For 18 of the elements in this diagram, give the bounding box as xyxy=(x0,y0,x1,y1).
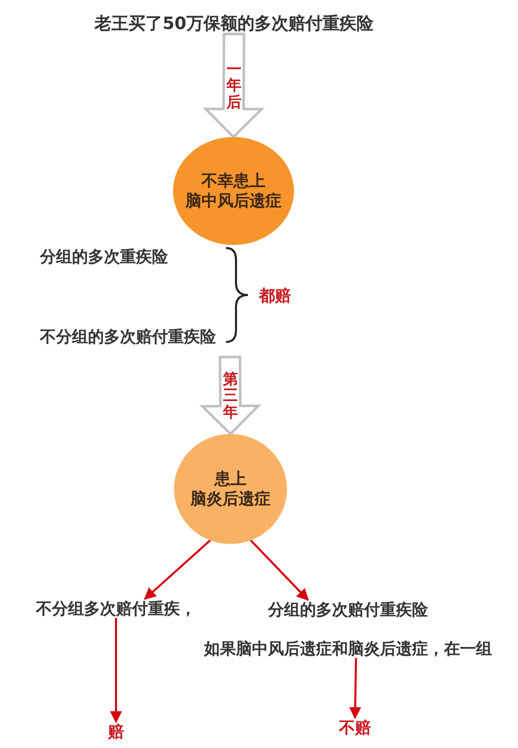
circle-text: 脑中风后遗症 xyxy=(186,191,282,211)
arrow xyxy=(349,658,362,720)
arrow xyxy=(144,540,211,600)
circle-text: 脑炎后遗症 xyxy=(190,489,270,509)
circle-heading: 不幸患上 xyxy=(202,171,266,191)
arrow xyxy=(110,618,122,724)
plan-text: 分组的多次重疾险 xyxy=(40,247,168,266)
branch-text: 不分组多次赔付重疾， xyxy=(36,599,196,618)
condition-text: 如果脑中风后遗症和脑炎后遗症，在一组 xyxy=(204,639,492,658)
arrow xyxy=(250,540,309,601)
verdict-text: 赔 xyxy=(108,722,124,741)
branch-text: 分组的多次赔付重疾险 xyxy=(268,600,428,619)
verdict-text: 都赔 xyxy=(259,286,291,305)
plan-text: 不分组的多次赔付重疾险 xyxy=(40,327,216,346)
verdict-text: 不赔 xyxy=(339,718,371,737)
edge-label: 第三年 xyxy=(222,370,238,420)
circle-heading: 患上 xyxy=(214,469,246,489)
statement-text: 老王买了50万保额的多次赔付重疾险 xyxy=(94,14,374,34)
